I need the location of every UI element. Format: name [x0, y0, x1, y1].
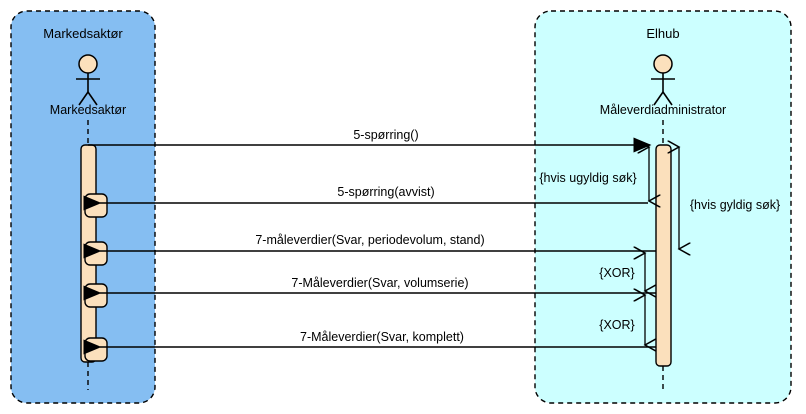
activation-markedsaktor-recv-1 [84, 193, 108, 218]
message-5[interactable]: 7-Måleverdier(Svar, komplett) [83, 330, 656, 355]
partition-markedsaktor-title: Markedsaktør [43, 26, 123, 41]
partition-elhub-title: Elhub [646, 26, 679, 41]
actor-head-icon [653, 54, 673, 74]
message-5-label: 7-Måleverdier(Svar, komplett) [300, 330, 464, 344]
partition-markedsaktor[interactable]: Markedsaktør Markedsaktør [10, 10, 156, 404]
actor-leg-right-icon [87, 91, 98, 106]
constraint-ugyldig-sok-label: {hvis ugyldig søk} [539, 171, 636, 185]
partition-elhub[interactable]: Elhub Måleverdiadministrator [534, 10, 792, 404]
constraint-ugyldig-sok: {hvis ugyldig søk} [539, 147, 649, 201]
constraint-gyldig-sok: {hvis gyldig søk} [679, 147, 780, 249]
message-1-label: 5-spørring() [353, 128, 418, 142]
constraint-xor-2: {XOR} [599, 295, 645, 345]
actor-leg-left-icon [653, 91, 664, 106]
message-1[interactable]: 5-spørring() [88, 128, 652, 153]
constraint-gyldig-sok-label: {hvis gyldig søk} [690, 198, 780, 212]
activation-markedsaktor-recv-4 [84, 337, 108, 362]
actor-leg-left-icon [78, 91, 89, 106]
activation-markedsaktor-recv-3 [84, 283, 108, 308]
message-3[interactable]: 7-måleverdier(Svar, periodevolum, stand) [83, 233, 656, 259]
message-3-label: 7-måleverdier(Svar, periodevolum, stand) [255, 233, 484, 247]
actor-leg-right-icon [662, 91, 673, 106]
actor-elhub-figure [651, 54, 675, 106]
activation-elhub-main [655, 144, 672, 367]
message-2[interactable]: 5-spørring(avvist) [83, 185, 648, 211]
constraint-xor-1-label: {XOR} [599, 266, 634, 280]
constraint-xor-2-label: {XOR} [599, 318, 634, 332]
actor-markedsaktor-figure [76, 54, 100, 106]
activation-markedsaktor-recv-2 [84, 241, 108, 266]
message-4[interactable]: 7-Måleverdier(Svar, volumserie) [83, 276, 656, 301]
actor-head-icon [78, 54, 98, 74]
constraint-xor-1: {XOR} [599, 253, 645, 291]
message-2-label: 5-spørring(avvist) [337, 185, 434, 199]
actor-markedsaktor-label: Markedsaktør [50, 103, 126, 117]
message-4-label: 7-Måleverdier(Svar, volumserie) [291, 276, 468, 290]
actor-elhub-label: Måleverdiadministrator [600, 103, 726, 117]
